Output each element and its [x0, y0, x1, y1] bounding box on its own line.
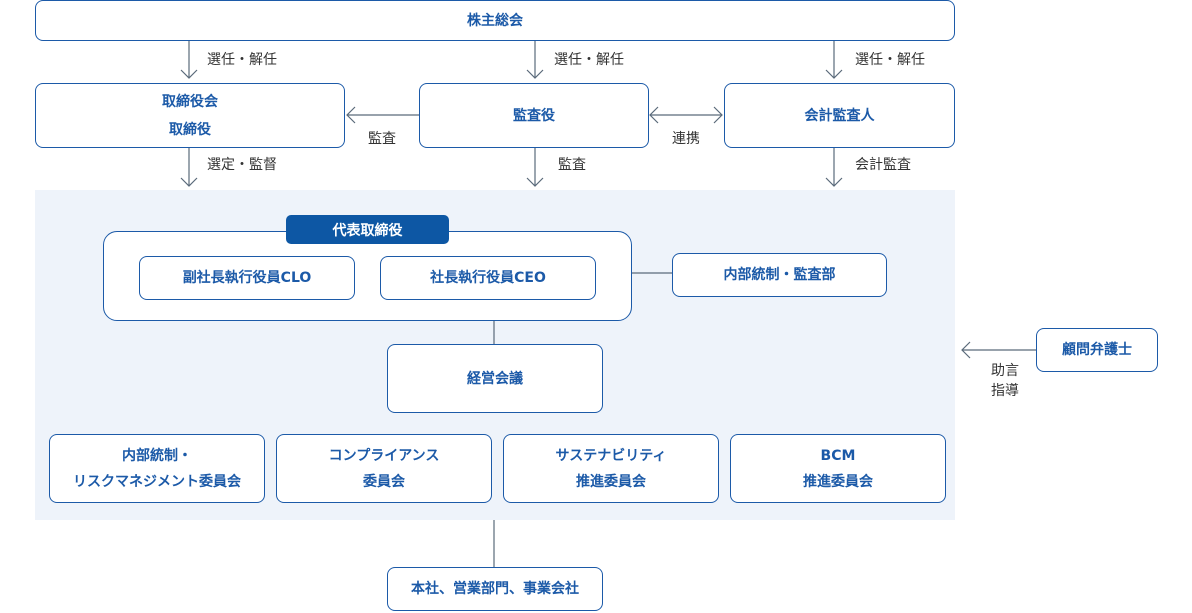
accounting-auditor-label: 会計監査人	[804, 107, 875, 124]
label-audit-board: 監査	[368, 131, 396, 147]
arrowhead-accounting-down	[825, 177, 843, 187]
management-meeting-label: 経営会議	[467, 370, 523, 387]
vice-president-clo-box: 副社長執行役員CLO	[139, 256, 355, 300]
shareholders-meeting-box: 株主総会	[35, 0, 955, 41]
label-guidance: 指導	[991, 383, 1019, 399]
shareholders-meeting-label: 株主総会	[467, 12, 523, 29]
management-meeting-box: 経営会議	[387, 344, 603, 413]
committee-label-line2: 推進委員会	[803, 473, 873, 490]
committee-compliance: コンプライアンス 委員会	[276, 434, 492, 503]
president-ceo-label: 社長執行役員CEO	[430, 270, 546, 286]
arrowhead-board-down	[180, 177, 198, 187]
committee-label-line1: コンプライアンス	[328, 447, 440, 464]
board-box: 取締役会 取締役	[35, 83, 345, 148]
label-elect-auditor: 選任・解任	[554, 52, 624, 68]
legal-advisor-box: 顧問弁護士	[1036, 328, 1158, 372]
auditor-label: 監査役	[513, 107, 555, 124]
committee-label-line1: BCM	[820, 447, 856, 464]
committee-label-line2: リスクマネジメント委員会	[73, 473, 241, 490]
committee-sustainability: サステナビリティ 推進委員会	[503, 434, 719, 503]
representative-director-tag: 代表取締役	[286, 215, 449, 244]
arrowhead-audit-board	[346, 106, 356, 124]
label-cooperation: 連携	[672, 131, 700, 147]
internal-audit-dept-box: 内部統制・監査部	[672, 253, 887, 297]
label-board-down: 選定・監督	[207, 157, 277, 173]
board-line2: 取締役	[169, 121, 211, 138]
board-line1: 取締役会	[162, 93, 218, 110]
committee-label-line2: 推進委員会	[576, 473, 646, 490]
label-audit-down: 監査	[558, 157, 586, 173]
arrowhead-coop-left	[649, 106, 659, 124]
arrowhead-accounting-auditor	[825, 69, 843, 79]
label-elect-accounting: 選任・解任	[855, 52, 925, 68]
arrowhead-auditor-down	[526, 177, 544, 187]
label-advice: 助言	[991, 363, 1019, 379]
vice-president-clo-label: 副社長執行役員CLO	[182, 270, 312, 286]
committee-label-line1: 内部統制・	[122, 447, 192, 464]
arrowhead-auditor	[526, 69, 544, 79]
arrowhead-coop-right	[713, 106, 723, 124]
auditor-box: 監査役	[419, 83, 649, 148]
legal-advisor-label: 顧問弁護士	[1062, 342, 1132, 358]
internal-audit-dept-label: 内部統制・監査部	[723, 267, 836, 283]
label-elect-board: 選任・解任	[207, 52, 277, 68]
arrowhead-legal-advice	[961, 341, 971, 359]
president-ceo-box: 社長執行役員CEO	[380, 256, 596, 300]
operations-box: 本社、営業部門、事業会社	[387, 567, 603, 611]
accounting-auditor-box: 会計監査人	[724, 83, 955, 148]
committee-bcm: BCM 推進委員会	[730, 434, 946, 503]
operations-label: 本社、営業部門、事業会社	[411, 581, 579, 597]
arrowhead-board	[180, 69, 198, 79]
committee-label-line1: サステナビリティ	[555, 447, 667, 464]
label-accounting-audit-down: 会計監査	[855, 157, 911, 173]
committee-risk-management: 内部統制・ リスクマネジメント委員会	[49, 434, 265, 503]
representative-director-label: 代表取締役	[332, 222, 403, 239]
committee-label-line2: 委員会	[363, 473, 405, 490]
